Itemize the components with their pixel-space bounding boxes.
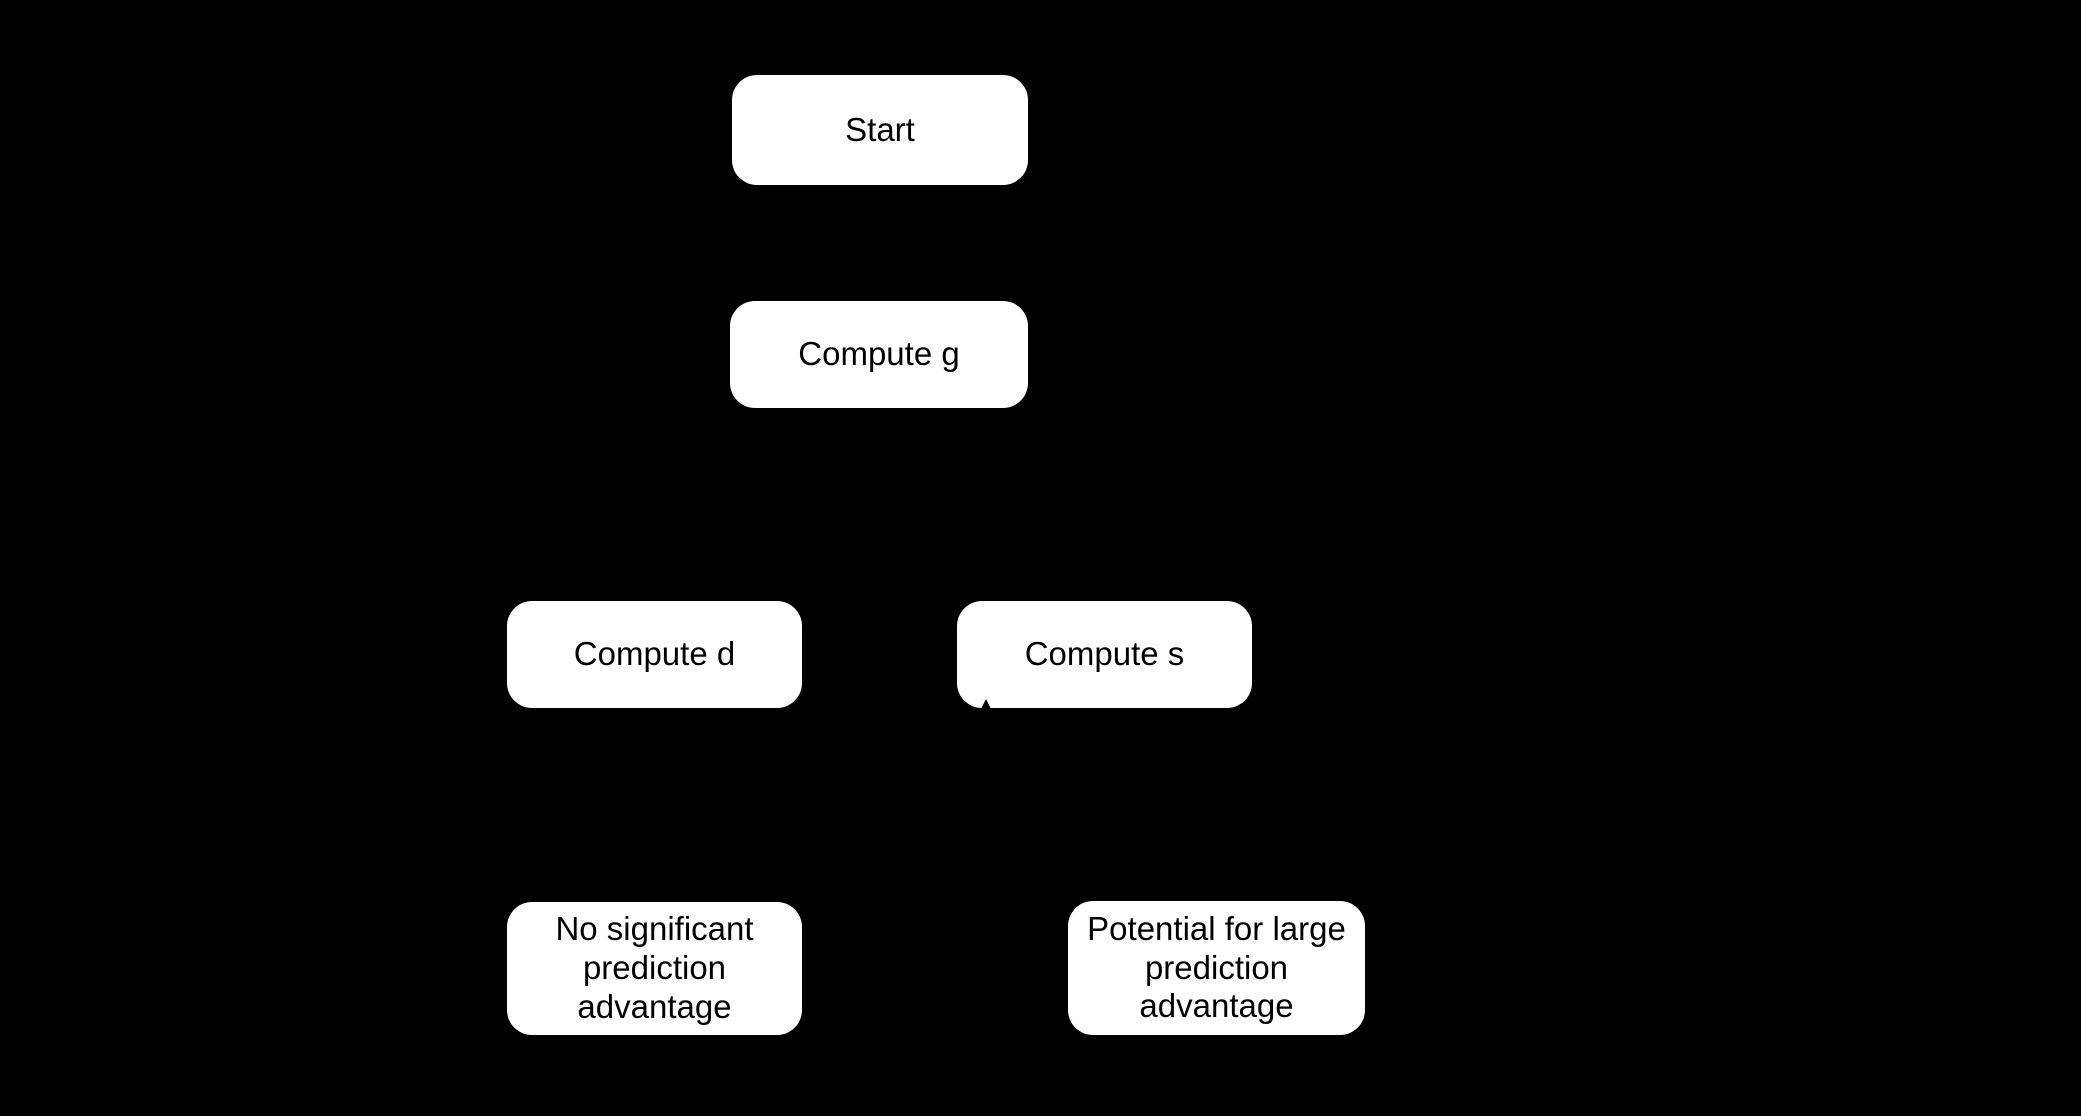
- flowchart-node-compute-d: Compute d: [507, 601, 802, 708]
- flowchart-node-start: Start: [732, 75, 1028, 185]
- flowchart-node-compute-s: Compute s: [957, 601, 1252, 708]
- flowchart-node-compute-g: Compute g: [730, 301, 1028, 408]
- flowchart-node-large-prediction-advantage: Potential for large prediction advantage: [1068, 901, 1365, 1035]
- flowchart-node-no-prediction-advantage: No significant prediction advantage: [507, 902, 802, 1035]
- arrowhead-artifact-icon: [981, 699, 991, 709]
- node-label: Compute s: [1024, 635, 1185, 673]
- node-label: Start: [845, 110, 915, 148]
- node-label: Compute d: [573, 635, 736, 673]
- node-label: Compute g: [798, 335, 960, 373]
- node-label: Potential for large prediction advantage: [1087, 909, 1346, 1025]
- node-label: No significant prediction advantage: [555, 910, 754, 1025]
